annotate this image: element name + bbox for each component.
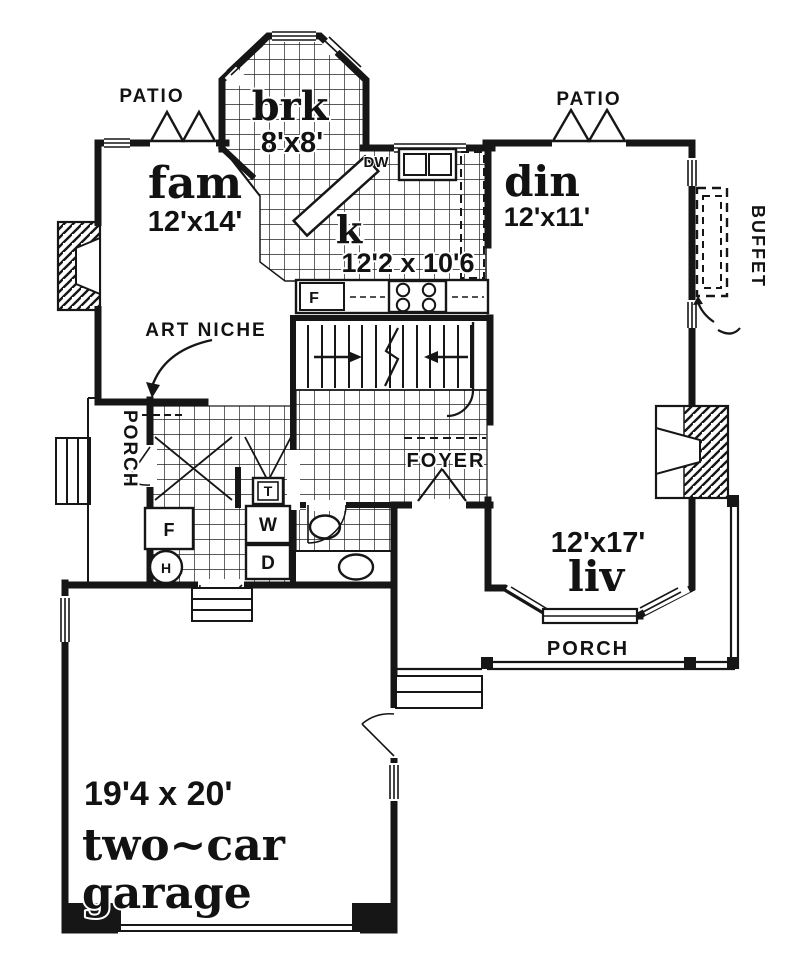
toilet — [337, 553, 375, 581]
porch-front-label: PORCH — [547, 638, 629, 660]
porch-railing — [394, 495, 740, 671]
living-bay-window-right — [639, 587, 682, 613]
dining-name: din — [504, 157, 580, 206]
family-fireplace — [56, 220, 102, 312]
living-name: liv — [568, 552, 626, 601]
stair-arrow-right-head — [348, 351, 362, 363]
railing-post — [727, 657, 739, 669]
foyer-tile — [295, 389, 488, 504]
patio-left-door-leaf — [180, 109, 218, 143]
railing-post — [481, 657, 493, 669]
buffet-cabinet — [693, 186, 741, 335]
breakfast-name: brk — [252, 83, 330, 130]
porch-side-label: PORCH — [119, 410, 140, 489]
freezer-box — [143, 506, 195, 551]
front-steps — [395, 675, 483, 693]
dining-window-1 — [687, 160, 697, 186]
dryer-box — [244, 543, 292, 581]
closet-door-x — [154, 436, 233, 501]
garage-steps — [191, 587, 253, 600]
stove-burner — [395, 297, 411, 313]
art-niche-arrow — [146, 338, 213, 398]
stair-break-line — [384, 327, 400, 387]
patio-left-label: PATIO — [119, 86, 184, 107]
dryer-label: D — [261, 553, 275, 574]
sink-bowl — [428, 153, 452, 176]
buffet-label: BUFFET — [748, 205, 768, 288]
fridge — [299, 282, 345, 311]
porch-side-edge — [87, 397, 98, 585]
washer-label: W — [259, 515, 277, 536]
steps — [55, 397, 483, 709]
bath-sink — [308, 514, 342, 540]
breakfast-bay-window-right — [324, 36, 362, 72]
art-niche-label: ART NICHE — [145, 320, 266, 341]
breakfast-dims: 8'x8' — [261, 127, 323, 159]
breakfast-bay-window-top — [272, 31, 316, 41]
family-dims: 12'x14' — [148, 206, 242, 238]
bath-fixtures — [296, 504, 392, 581]
patio-left-door-leaf — [148, 109, 186, 143]
dishwasher-label: DW — [364, 154, 390, 171]
front-door-swing — [417, 467, 467, 502]
family-window — [104, 138, 130, 148]
bath-door-swing — [307, 504, 347, 544]
garage-window-left — [60, 598, 70, 642]
garage-dims: 19'4 x 20' — [84, 775, 233, 813]
stair-rail-curve — [446, 389, 475, 418]
low-wall — [291, 154, 381, 238]
railing-post — [727, 495, 739, 507]
freezer-label: F — [164, 520, 175, 540]
porch-side-steps — [55, 437, 91, 505]
water-heater — [148, 549, 184, 585]
patio-right-label: PATIO — [556, 89, 621, 110]
patio-doors — [148, 107, 628, 143]
kitchen-fixtures — [294, 147, 490, 315]
laundry-fixtures — [143, 436, 292, 585]
dining-dims: 12'x11' — [504, 202, 590, 232]
garage-side-door — [361, 712, 395, 757]
pantry-dashed — [460, 151, 485, 279]
stove-burner — [395, 282, 411, 298]
garage-window-right — [389, 765, 399, 799]
stair-arrow-left-head — [424, 351, 438, 363]
family-name: fam — [148, 158, 242, 209]
washer-box — [244, 504, 292, 545]
stairs — [296, 322, 487, 418]
foyer-label: FOYER — [407, 450, 486, 472]
patio-right-door-leaf — [550, 107, 592, 143]
living-bay-window-left — [507, 586, 550, 615]
tile-edge — [223, 149, 261, 197]
laundry-tub-label: T — [264, 483, 273, 499]
living-bay-window-front — [541, 607, 639, 625]
garage-door — [65, 903, 394, 932]
living-dims: 12'x17' — [551, 527, 645, 559]
living-fireplace — [654, 404, 730, 500]
garage-name-line1: two~car — [82, 820, 286, 871]
labels: PATIO PATIO brk 8'x8' fam 12'x14' k 12'2… — [80, 81, 770, 921]
patio-right-door-leaf — [586, 107, 628, 143]
kitchen-name: k — [336, 207, 363, 252]
stove-burner — [421, 282, 437, 298]
sink-bowl — [403, 153, 427, 176]
porch-side-door — [126, 446, 151, 486]
dining-window-2 — [687, 302, 697, 328]
stove-burner — [421, 297, 437, 313]
railing-post — [684, 657, 696, 669]
garage-name-line2: garage — [82, 868, 252, 919]
breakfast-bay-window-left — [226, 40, 264, 76]
kitchen-dims: 12'2 x 10'6 — [342, 248, 475, 278]
water-heater-label: H — [161, 560, 171, 576]
fridge-label: F — [309, 290, 319, 307]
